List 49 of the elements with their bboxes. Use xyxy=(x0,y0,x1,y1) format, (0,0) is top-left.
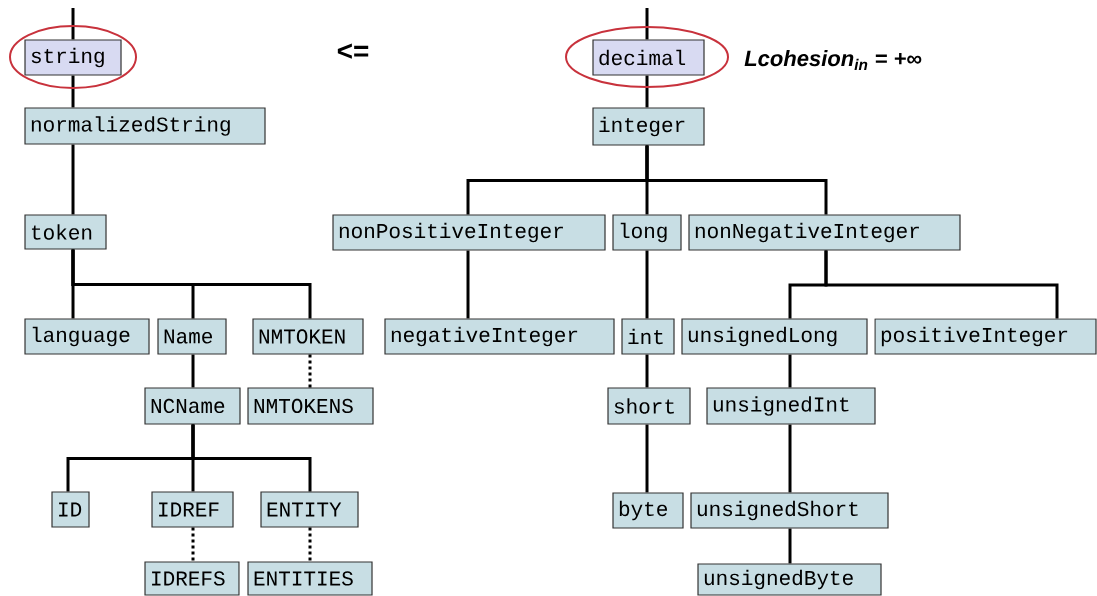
tree-connector xyxy=(645,75,649,108)
type-box: NMTOKEN xyxy=(252,318,364,355)
type-box: byte xyxy=(612,492,684,529)
formula-label: Lcohesion$_{in}$ = +∞ xyxy=(744,50,922,70)
type-box: negativeInteger xyxy=(384,318,615,355)
tree-connector xyxy=(71,249,312,319)
type-box: positiveInteger xyxy=(874,318,1097,355)
type-box: unsignedByte xyxy=(697,563,882,596)
type-box: NMTOKENS xyxy=(247,387,374,425)
type-box: int xyxy=(621,318,675,355)
type-box: IDREFS xyxy=(144,561,240,596)
type-box: NCName xyxy=(144,387,241,425)
tree-connector xyxy=(824,250,1059,319)
type-box: language xyxy=(24,318,150,355)
type-box: string xyxy=(24,39,122,76)
tree-connector xyxy=(788,528,792,564)
tree-connector xyxy=(645,8,649,40)
type-box: normalizedString xyxy=(24,107,266,145)
tree-connector xyxy=(191,527,195,562)
tree-connector xyxy=(191,354,195,388)
type-box: decimal xyxy=(592,39,705,76)
tree-connector xyxy=(788,354,792,388)
type-box: short xyxy=(607,387,691,425)
type-box: unsignedShort xyxy=(690,492,889,529)
tree-connector xyxy=(645,354,649,388)
relation-symbol: <= xyxy=(337,43,369,59)
tree-connector xyxy=(71,144,75,215)
type-box: nonPositiveInteger xyxy=(332,214,606,251)
tree-connector xyxy=(645,250,649,319)
type-box: integer xyxy=(592,107,705,146)
tree-connector xyxy=(308,527,312,562)
tree-connector xyxy=(466,250,470,319)
tree-connector xyxy=(788,424,792,493)
tree-connector xyxy=(645,424,649,493)
type-box: unsignedLong xyxy=(681,318,868,355)
type-box: ENTITY xyxy=(260,491,359,528)
type-box: ENTITIES xyxy=(247,561,373,596)
type-box: Name xyxy=(157,318,227,355)
type-box: IDREF xyxy=(151,491,234,528)
tree-connector xyxy=(645,145,828,215)
tree-connector xyxy=(71,8,75,40)
tree-connector xyxy=(191,424,312,492)
tree-connector xyxy=(71,75,75,108)
type-box: long xyxy=(612,214,682,251)
type-box: token xyxy=(24,214,107,250)
tree-connector xyxy=(308,354,312,388)
type-box: nonNegativeInteger xyxy=(688,214,961,251)
type-box: unsignedInt xyxy=(706,387,876,425)
type-box: ID xyxy=(51,491,90,528)
